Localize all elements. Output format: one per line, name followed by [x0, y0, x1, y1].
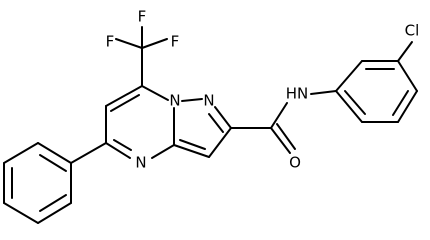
bond-ph-p5-p6 [37, 202, 72, 224]
bond-ar-a1-a2 [335, 60, 363, 92]
atom-label-chlorine: Cl [405, 22, 420, 40]
bond-ar-a4-a5-double [392, 90, 409, 116]
bond-c-f-right [141, 38, 168, 49]
bond-carbonyl-nh [270, 102, 288, 129]
bond-c5-n4-double [113, 139, 132, 151]
bond-ar-cl [397, 41, 413, 62]
bond-n1-c2-double [208, 113, 224, 133]
bond-c-f-left [115, 38, 143, 49]
bond-c3-c3a-double [179, 139, 206, 150]
bond-c3-c3a [173, 144, 210, 158]
bond-ph-p1-p2-double [39, 154, 67, 172]
bond-c5-phenyl [70, 142, 107, 164]
bond-n1-c2 [214, 106, 232, 129]
bond-carbonyl-o-double [276, 123, 296, 150]
atom-label-oxygen: O [289, 154, 301, 172]
bond-carbonyl-o [270, 127, 291, 154]
bond-ar-a3-a4 [397, 60, 418, 92]
bond-ar-a6-a1 [335, 90, 363, 123]
bond-c7-n8 [141, 85, 169, 101]
bond-n8-n1 [181, 98, 203, 102]
atom-label-f-top: F [138, 8, 147, 26]
bond-ph-p4-p5 [3, 202, 39, 224]
atom-label-f-left: F [106, 33, 115, 51]
bond-nh-aryl [310, 90, 337, 95]
bond-ph-p5-p6-double [39, 194, 67, 212]
bond-ph-p2-p3 [3, 142, 39, 164]
bond-ph-p1-p2 [37, 142, 72, 164]
atom-label-nh: HN [286, 85, 309, 103]
bond-ar-a4-a5 [397, 90, 418, 123]
molecule-structure-canvas: F F F N N N HN O Cl [3, 7, 420, 224]
bond-c5-n4 [105, 142, 131, 159]
bond-n4-c3a [151, 144, 175, 159]
atom-label-f-right: F [171, 33, 180, 51]
molecule-svg: F F F N N N HN O Cl [3, 8, 420, 224]
bond-c7-c6 [105, 85, 143, 107]
bond-c7-c6-double [110, 94, 140, 112]
atom-label-n-bridge: N [169, 92, 180, 110]
atom-label-n-pyrazole: N [203, 92, 214, 110]
bond-c2-c3 [208, 127, 232, 158]
bond-ar-a6-a1-double [344, 90, 366, 115]
atom-label-n-pyrimidine: N [135, 154, 146, 172]
